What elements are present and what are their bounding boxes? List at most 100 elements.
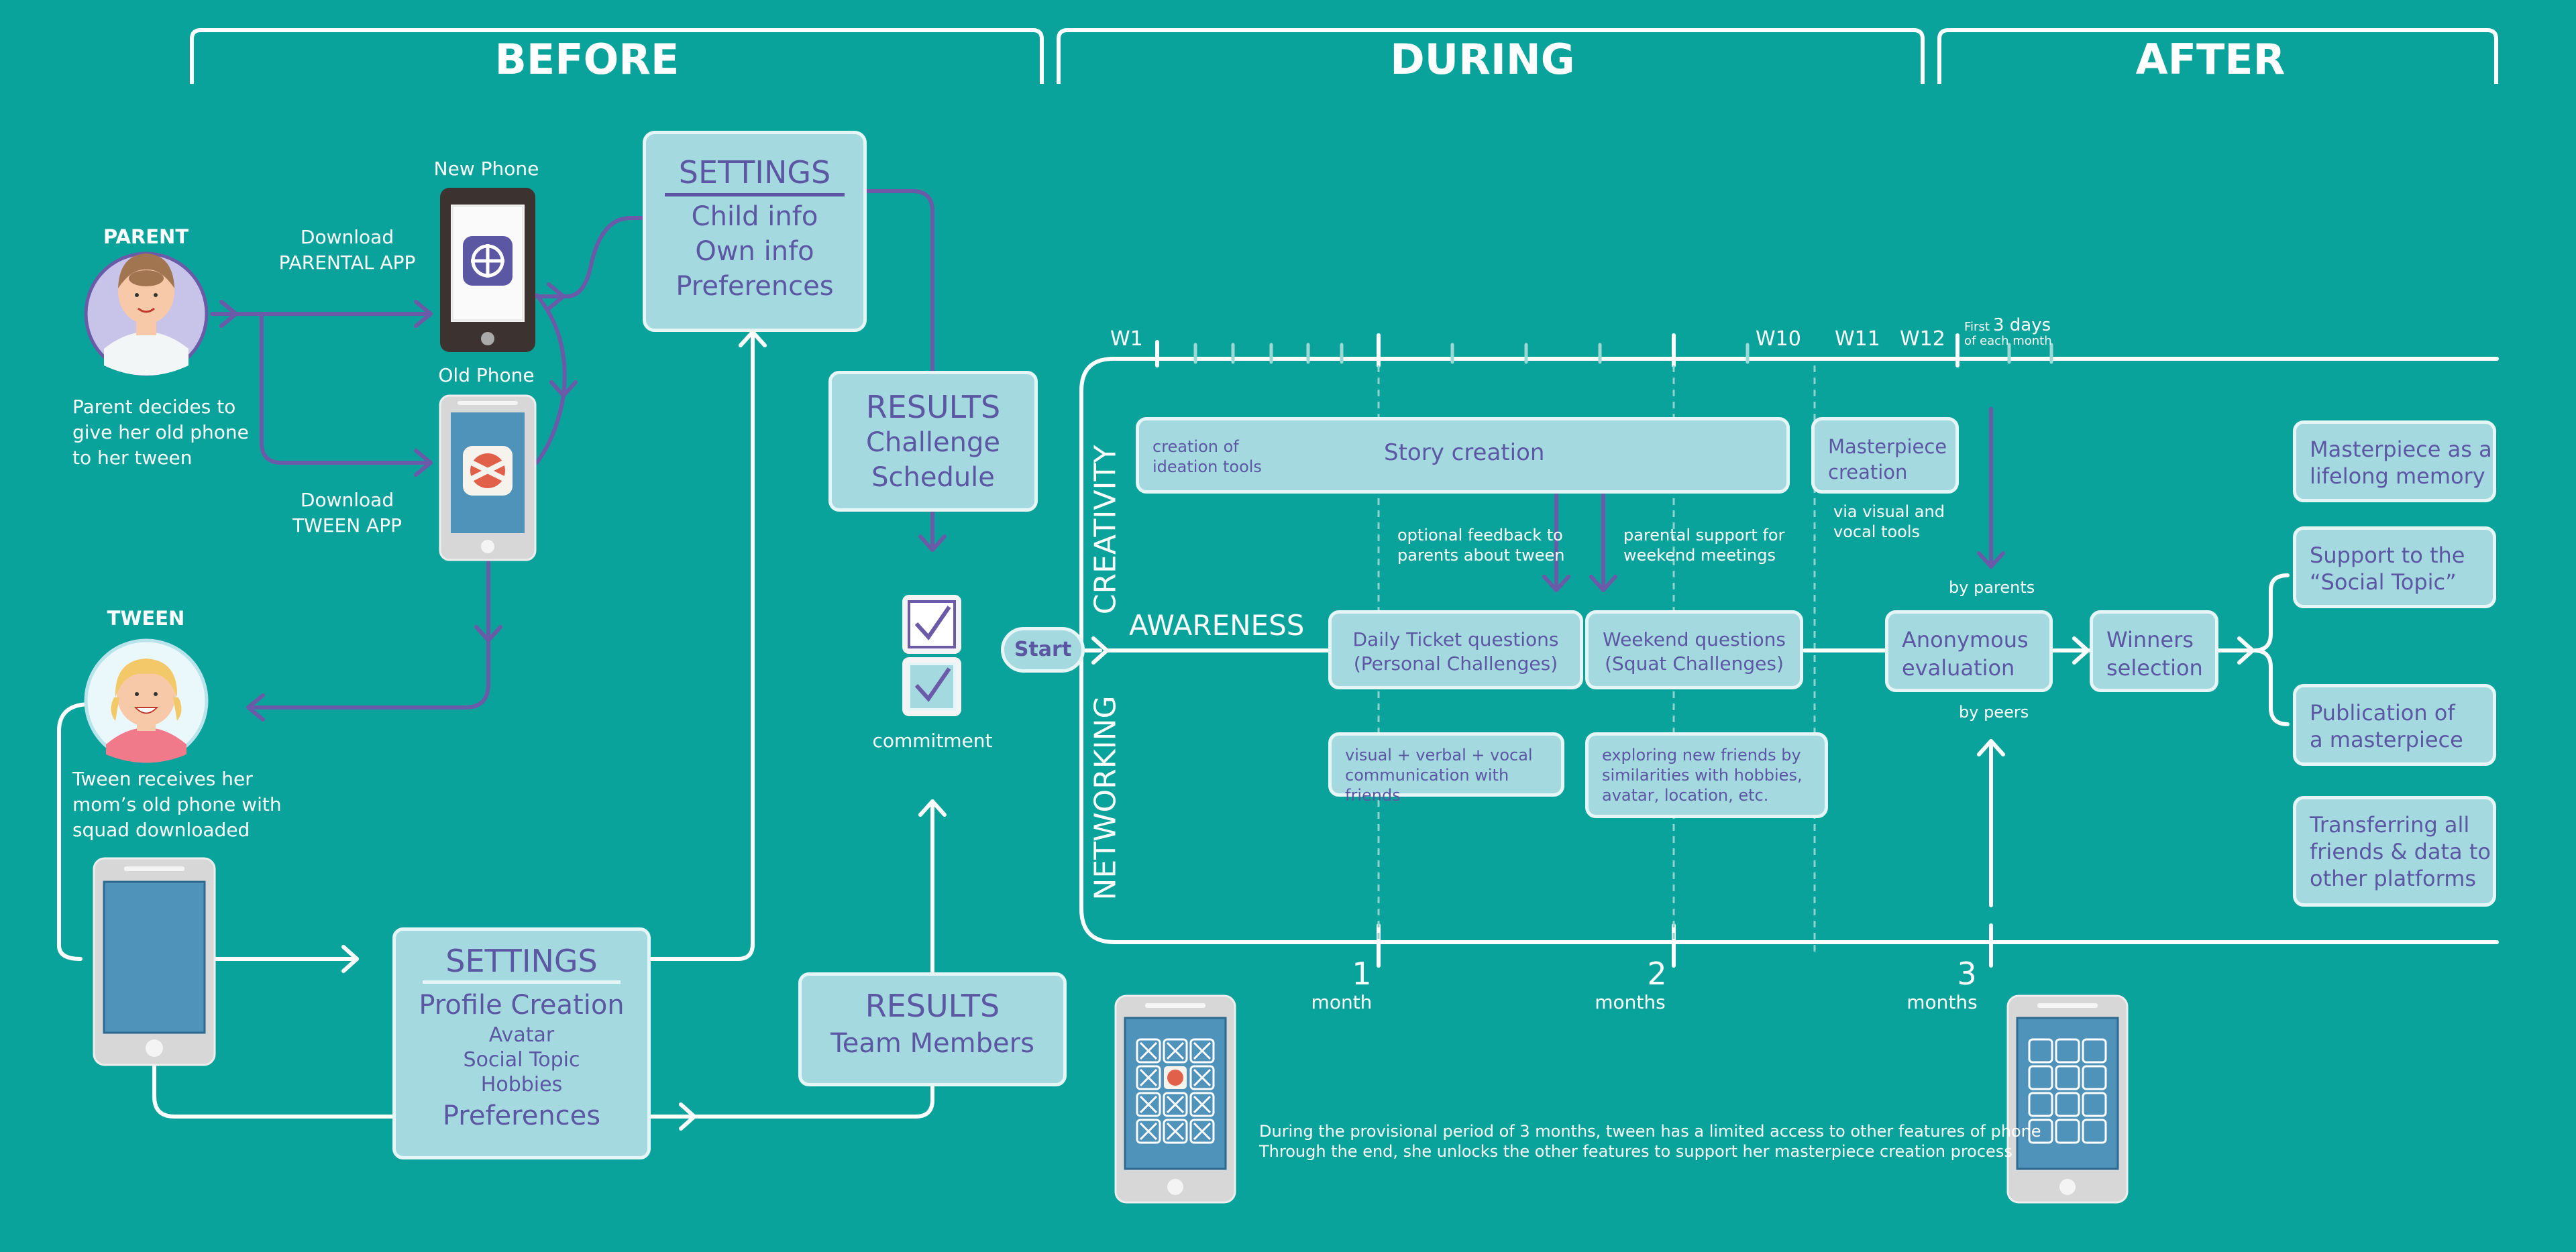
networking-label: NETWORKING — [1088, 695, 1123, 901]
story-creation-title: Story creation — [1384, 439, 1545, 466]
parental-support-line: parental support for — [1623, 526, 1785, 545]
story-creation-box: creation of ideation tools Story creatio… — [1136, 417, 1790, 494]
start-badge: Start — [1001, 627, 1085, 673]
profile-creation-label: Profile Creation — [419, 990, 625, 1021]
tween-connectors — [57, 330, 947, 1131]
winners-line: Winners — [2106, 627, 2194, 652]
after-item-line: lifelong memory — [2310, 463, 2485, 489]
download-tween-app-text: Download TWEEN APP — [268, 488, 426, 538]
commitment-label: commitment — [872, 730, 993, 752]
optional-feedback-line: optional feedback to — [1397, 526, 1563, 545]
tween-phone — [93, 857, 216, 1066]
footnote-line: During the provisional period of 3 month… — [1259, 1122, 2041, 1141]
visual-comm-line: communication with friends — [1345, 766, 1509, 805]
download-tween-line: Download — [300, 489, 394, 511]
parent-avatar — [84, 251, 209, 376]
after-item-social-topic: Support to the “Social Topic” — [2293, 526, 2496, 608]
settings-tween-item: Avatar — [488, 1023, 555, 1047]
weekend-questions-line: (Squat Challenges) — [1605, 652, 1784, 675]
exploring-line: exploring new friends by — [1602, 746, 1801, 764]
parental-support-line: weekend meetings — [1623, 546, 1776, 565]
first-days-note: First 3 days of each month — [1964, 315, 2052, 347]
download-parental-app-text: Download PARENTAL APP — [268, 225, 426, 276]
settings-tween-title: SETTINGS — [423, 943, 621, 984]
unlocked-phone — [2006, 994, 2129, 1204]
settings-tween-preferences: Preferences — [442, 1100, 601, 1131]
after-item-lifelong-memory: Masterpiece as a lifelong memory — [2293, 420, 2496, 502]
masterpiece-creation-line: Masterpiece — [1828, 435, 1947, 458]
via-tools-line: vocal tools — [1833, 522, 1921, 541]
tween-avatar — [84, 638, 209, 763]
provisional-period-note: During the provisional period of 3 month… — [1259, 1121, 2041, 1161]
daily-ticket-line: Daily Ticket questions — [1352, 628, 1559, 650]
week-label-w10: W10 — [1756, 327, 1801, 351]
after-item-line: a masterpiece — [2310, 727, 2463, 752]
masterpiece-creation-box: Masterpiece creation — [1811, 417, 1959, 494]
after-item-publication: Publication of a masterpiece — [2293, 684, 2496, 766]
results-team-item: Team Members — [830, 1028, 1034, 1059]
by-peers-label: by peers — [1959, 703, 2029, 722]
first-days-count: 3 days — [1992, 315, 2051, 335]
parent-decides-line: Parent decides to — [72, 396, 236, 418]
settings-parent-item: Child info — [691, 201, 818, 232]
before-bracket — [190, 28, 1044, 84]
tween-label: TWEEN — [107, 607, 185, 630]
during-bracket — [1057, 28, 1925, 84]
results-team-title: RESULTS — [865, 988, 1000, 1024]
download-tween-line: TWEEN APP — [292, 514, 402, 536]
exploring-friends-box: exploring new friends by similarities wi… — [1585, 732, 1828, 818]
month-3-number: 3 — [1957, 956, 1977, 992]
via-tools-line: via visual and — [1833, 502, 1945, 521]
via-tools-text: via visual and vocal tools — [1833, 502, 1945, 542]
results-challenge-title: RESULTS — [865, 389, 1001, 425]
settings-parent-title: SETTINGS — [665, 154, 845, 196]
parental-support-text: parental support for weekend meetings — [1623, 525, 1784, 565]
daily-ticket-line: (Personal Challenges) — [1353, 652, 1558, 675]
after-item-line: Support to the — [2310, 543, 2465, 568]
phase-after-label: AFTER — [2135, 35, 2286, 84]
parent-decides-text: Parent decides to give her old phone to … — [72, 394, 249, 471]
winners-line: selection — [2106, 655, 2203, 681]
anonymous-line: evaluation — [1902, 655, 2015, 681]
ideation-tools-text: creation of ideation tools — [1152, 437, 1262, 477]
by-parents-label: by parents — [1949, 578, 2035, 597]
tween-receives-line: mom’s old phone with — [72, 793, 282, 815]
footnote-line: Through the end, she unlocks the other f… — [1259, 1142, 2012, 1161]
anonymous-line: Anonymous — [1902, 627, 2029, 652]
ideation-line: ideation tools — [1152, 457, 1262, 476]
new-phone — [440, 188, 535, 352]
tween-receives-text: Tween receives her mom’s old phone with … — [72, 766, 282, 843]
old-phone — [439, 394, 537, 561]
visual-communication-box: visual + verbal + vocal communication wi… — [1328, 732, 1564, 805]
creativity-label: CREATIVITY — [1088, 445, 1123, 615]
after-item-line: Masterpiece as a — [2310, 437, 2492, 462]
parent-label: PARENT — [103, 225, 189, 248]
after-bracket — [1937, 28, 2498, 84]
anonymous-evaluation-box: Anonymous evaluation — [1885, 610, 2053, 692]
settings-parent-item: Preferences — [676, 271, 834, 302]
after-item-line: other platforms — [2310, 866, 2477, 891]
old-phone-label: Old Phone — [438, 364, 535, 386]
month-3-label: months — [1907, 991, 1978, 1013]
optional-feedback-line: parents about tween — [1397, 546, 1565, 565]
settings-parent-box: SETTINGS Child info Own info Preferences — [643, 131, 867, 332]
tween-receives-line: squad downloaded — [72, 819, 250, 841]
tween-receives-line: Tween receives her — [72, 768, 253, 790]
daily-ticket-box: Daily Ticket questions (Personal Challen… — [1328, 610, 1583, 689]
week-label-w1: W1 — [1110, 327, 1143, 351]
week-label-w11: W11 — [1835, 327, 1880, 351]
first-days-first: First — [1964, 320, 1990, 334]
results-team-box: RESULTS Team Members — [798, 972, 1067, 1086]
month-1-number: 1 — [1352, 956, 1372, 992]
results-challenge-item: Schedule — [871, 462, 995, 493]
exploring-line: similarities with hobbies, — [1602, 766, 1803, 785]
first-days-month: of each month — [1964, 334, 2052, 348]
weekend-questions-line: Weekend questions — [1603, 628, 1786, 650]
month-1-label: month — [1311, 991, 1373, 1013]
phase-before-label: BEFORE — [494, 35, 680, 84]
results-challenge-item: Challenge — [866, 427, 1000, 458]
download-parental-line: PARENTAL APP — [278, 251, 416, 274]
parent-decides-line: give her old phone — [72, 421, 249, 443]
